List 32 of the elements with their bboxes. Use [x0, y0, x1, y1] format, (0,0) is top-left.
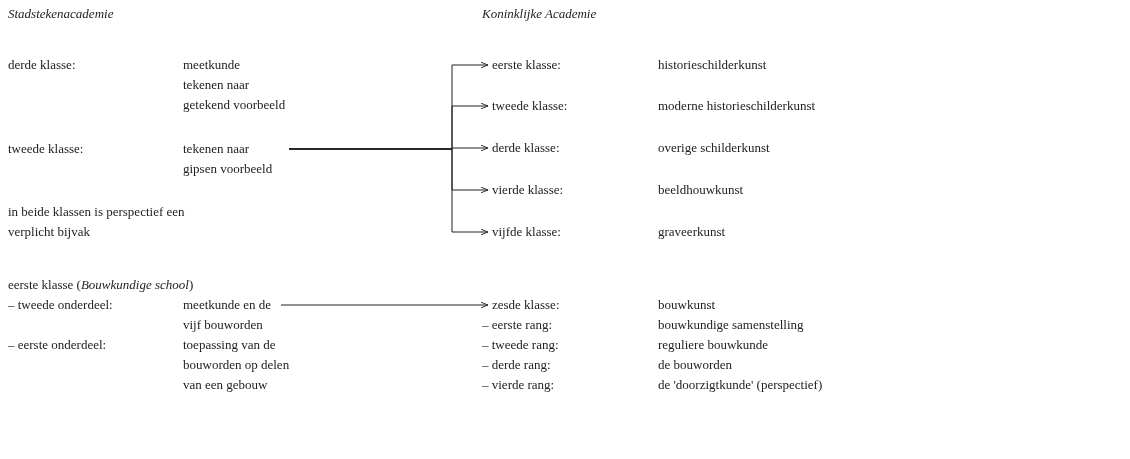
- label-text: tweede klasse:: [8, 140, 84, 158]
- class-entry: vierde klasse:: [492, 180, 564, 200]
- label-text: moderne historieschilderkunst: [658, 97, 816, 115]
- label-text: – eerste rang:: [482, 316, 553, 334]
- class-entry: zesde klasse:: [492, 295, 560, 315]
- label-text: – derde rang:: [482, 356, 551, 374]
- label-text: reguliere bouwkunde: [658, 336, 769, 354]
- class-entry: vijfde klasse:: [492, 222, 561, 242]
- label-text: de bouworden: [658, 356, 732, 374]
- label-text: toepassing van de bouworden op delen van een gebouw: [183, 336, 291, 394]
- label-text: bouwkundige samenstelling: [658, 316, 804, 334]
- class-entry: derde klasse:: [492, 138, 560, 158]
- heading: Koninklijke Academie: [482, 5, 597, 23]
- note-text: in beide klassen is perspectief een verplicht bijvak: [8, 203, 186, 241]
- label-text: – tweede rang:: [482, 336, 559, 354]
- label-text: eerste klasse (Bouwkundige school): [8, 276, 194, 294]
- label-text: – tweede onderdeel:: [8, 296, 113, 314]
- heading: Stadstekenacademie: [8, 5, 114, 23]
- class-entry: eerste klasse:: [492, 55, 561, 75]
- class-entry: tekenen naar gipsen voorbeeld: [183, 139, 283, 179]
- label-text: – vierde rang:: [482, 376, 555, 394]
- label-text: graveerkunst: [658, 223, 726, 241]
- label-text: beeldhouwkunst: [658, 181, 744, 199]
- label-text: overige schilderkunst: [658, 139, 770, 157]
- label-text: derde klasse:: [8, 56, 76, 74]
- label-text: – eerste onderdeel:: [8, 336, 107, 354]
- class-entry: tweede klasse:: [492, 96, 568, 116]
- label-text: de 'doorzigtkunde' (perspectief): [658, 376, 823, 394]
- label-text: tekenen naar getekend voorbeeld: [183, 76, 287, 114]
- label-text: meetkunde: [183, 56, 241, 74]
- label-text: bouwkunst: [658, 296, 716, 314]
- label-text: historieschilderkunst: [658, 56, 767, 74]
